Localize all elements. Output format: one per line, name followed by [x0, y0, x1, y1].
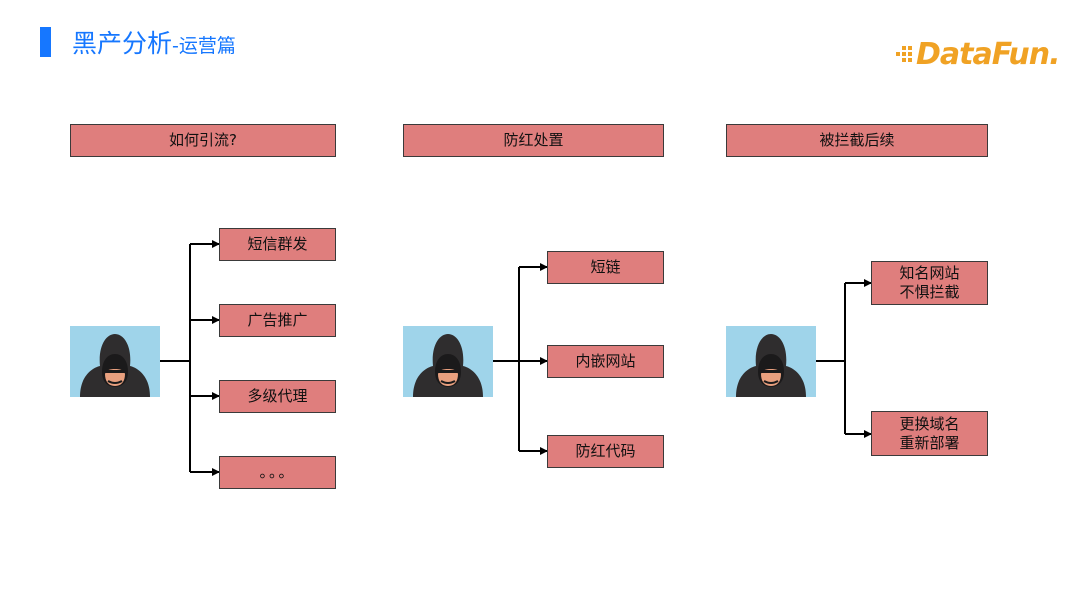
hacker-avatar-icon	[726, 326, 816, 397]
page-title-main: 黑产分析	[72, 29, 173, 58]
datafun-logo: DataFun.	[894, 37, 1060, 74]
item-embedded-site: 内嵌网站	[547, 345, 664, 378]
hacker-avatar-icon	[403, 326, 493, 397]
title-accent-bar	[40, 27, 51, 57]
hacker-avatar-icon	[70, 326, 160, 397]
item-line: 重新部署	[899, 433, 960, 452]
item-line: 知名网站	[899, 264, 960, 282]
heading-anti-block-handling: 防红处置	[403, 124, 664, 157]
logo-dots-icon	[894, 46, 916, 66]
item-line: 更换域名	[899, 414, 960, 433]
heading-how-to-attract-traffic: 如何引流?	[70, 124, 336, 157]
item-anti-block-code: 防红代码	[547, 435, 664, 468]
logo-text: DataFun.	[916, 37, 1060, 72]
heading-after-interception: 被拦截后续	[726, 124, 988, 157]
item-sms-mass-sending: 短信群发	[219, 228, 336, 261]
item-line: 不惧拦截	[899, 283, 960, 301]
item-change-domain: 更换域名 重新部署	[871, 411, 988, 456]
item-well-known-site: 知名网站 不惧拦截	[871, 261, 988, 305]
item-short-link: 短链	[547, 251, 664, 284]
page-title: 黑产分析-运营篇	[72, 24, 236, 60]
item-ellipsis: 。。。	[219, 456, 336, 489]
item-multi-level-agent: 多级代理	[219, 380, 336, 413]
item-ad-promotion: 广告推广	[219, 304, 336, 337]
page-title-sub: -运营篇	[172, 35, 236, 57]
